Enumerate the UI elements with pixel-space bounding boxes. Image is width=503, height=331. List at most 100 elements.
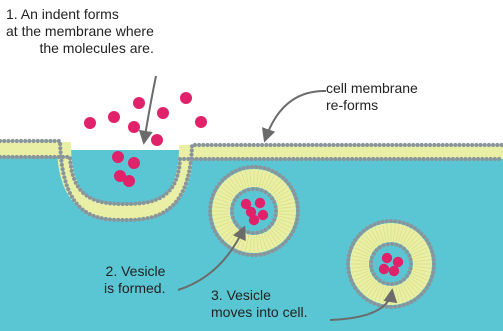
lipid-head [289, 143, 293, 147]
lipid-head [190, 157, 194, 161]
lipid-head [291, 229, 295, 233]
lipid-head [154, 198, 158, 202]
lipid-head [92, 197, 96, 201]
lipid-head [274, 247, 278, 251]
lipid-head [70, 195, 74, 199]
lipid-head [480, 157, 484, 161]
lipid-head [401, 221, 405, 225]
lipid-head [274, 157, 278, 161]
lipid-head [31, 155, 35, 159]
lipid-head [125, 202, 129, 206]
lipid-head [370, 256, 374, 260]
lipid-head [356, 289, 360, 293]
lipid-head [394, 281, 398, 285]
lipid-head [66, 187, 70, 191]
lipid-head [211, 193, 215, 197]
lipid-head [112, 218, 116, 222]
lipid-head [457, 143, 461, 147]
lipid-head [409, 266, 413, 270]
lipid-head [189, 153, 193, 157]
lipid-head [394, 243, 398, 247]
lipid-head [291, 157, 295, 161]
lipid-head [235, 195, 239, 199]
lipid-head [353, 238, 357, 242]
lipid-head [294, 143, 298, 147]
lipid-head [133, 202, 137, 206]
lipid-head [424, 143, 428, 147]
lipid-head [378, 245, 382, 249]
lipid-head [270, 249, 274, 253]
lipid-head [133, 218, 137, 222]
lipid-head [400, 157, 404, 161]
lipid-head [270, 222, 274, 226]
lipid-head [277, 245, 281, 249]
lipid-head [235, 223, 239, 227]
molecule [255, 198, 265, 208]
lipid-head [77, 205, 81, 209]
lipid-head [266, 157, 270, 161]
lipid-head [211, 225, 215, 229]
lipid-head [415, 143, 419, 147]
lipid-head [413, 226, 417, 230]
lipid-head [272, 218, 276, 222]
lipid-head [230, 171, 234, 175]
lipid-head [381, 220, 385, 224]
lipid-head [384, 157, 388, 161]
lipid-head [179, 193, 183, 197]
lipid-head [346, 262, 350, 266]
lipid-head [386, 242, 390, 246]
lipid-head [189, 161, 193, 165]
lipid-head [182, 157, 186, 161]
lipid-head [369, 300, 373, 304]
lipid-head [81, 191, 85, 195]
lipid-head [287, 157, 291, 161]
lipid-head [150, 199, 154, 203]
lipid-head [211, 157, 215, 161]
lipid-head [425, 286, 429, 290]
molecule [258, 210, 268, 220]
lipid-head [174, 200, 178, 204]
lipid-head [293, 225, 297, 229]
molecule [133, 97, 145, 109]
lipid-head [243, 143, 247, 147]
lipid-head [175, 174, 179, 178]
lipid-head [199, 157, 203, 161]
lipid-head [347, 270, 351, 274]
lipid-head [346, 258, 350, 262]
lipid-head [438, 157, 442, 161]
lipid-head [141, 217, 145, 221]
lipid-head [19, 139, 23, 143]
lipid-head [281, 143, 285, 147]
lipid-head [403, 143, 407, 147]
lipid-head [321, 157, 325, 161]
lipid-head [215, 185, 219, 189]
lipid-head [289, 185, 293, 189]
lipid-head [315, 143, 319, 147]
lipid-head [382, 243, 386, 247]
lipid-head [207, 157, 211, 161]
lipid-head [466, 143, 470, 147]
lipid-head [158, 212, 162, 216]
lipid-head [267, 193, 271, 197]
lipid-head [234, 249, 238, 253]
lipid-head [316, 157, 320, 161]
lipid-head [369, 264, 373, 268]
lipid-head [430, 274, 434, 278]
lipid-head [226, 143, 230, 147]
lipid-head [112, 202, 116, 206]
molecule [195, 116, 207, 128]
lipid-head [270, 157, 274, 161]
lipid-head [72, 177, 76, 181]
lipid-head [358, 157, 362, 161]
lipid-head [230, 211, 234, 215]
molecule [389, 266, 399, 276]
lipid-head [468, 157, 472, 161]
lipid-head [346, 157, 350, 161]
lipid-head [146, 216, 150, 220]
lipid-head [241, 157, 245, 161]
lipid-head [392, 157, 396, 161]
lipid-head [365, 298, 369, 302]
lipid-head [351, 242, 355, 246]
lipid-head [302, 143, 306, 147]
lipid-head [336, 143, 340, 147]
